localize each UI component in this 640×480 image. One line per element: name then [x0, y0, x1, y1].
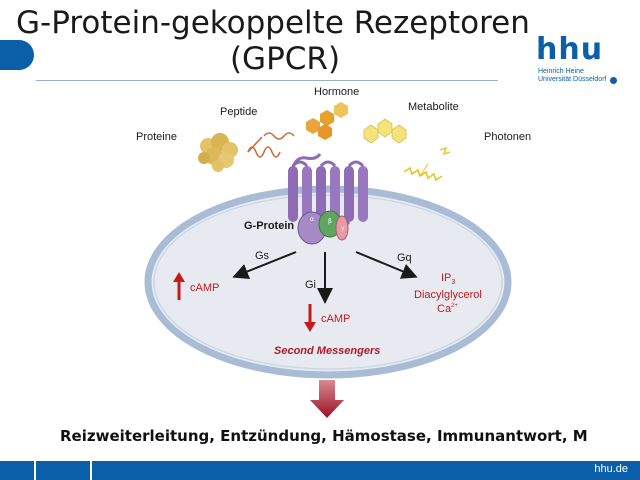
g-gamma-subunit [335, 215, 349, 241]
label-proteine: Proteine [136, 131, 177, 143]
slide-title-line2: (GPCR) [229, 41, 341, 77]
logo-wordmark: hhu [536, 32, 604, 67]
logo-subtitle-line1: Heinrich Heine [538, 68, 584, 75]
downstream-arrow [310, 380, 344, 418]
gamma-label: γ [341, 225, 345, 232]
downstream-effects-text: Reizweiterleitung, Entzündung, Hämostase… [60, 427, 588, 445]
protein-molecule-icon [198, 133, 238, 172]
label-camp-up: cAMP [190, 282, 219, 294]
logo-subtitle-line2: Universität Düsseldorf [538, 76, 607, 83]
hhu-logo: hhu Heinrich Heine Universität Düsseldor… [536, 32, 626, 88]
gpcr-diagram: Proteine Peptide Hormone Metabolite Phot… [136, 86, 531, 418]
label-gs: Gs [255, 250, 270, 262]
footer-bar: hhu.de [0, 461, 640, 480]
label-ip3: IP3 [441, 272, 455, 286]
label-second-messengers: Second Messengers [274, 345, 380, 357]
hormone-molecule-icon [306, 102, 348, 140]
footer-url: hhu.de [594, 463, 628, 475]
arrow-gs [232, 251, 297, 279]
footer-separator [34, 461, 36, 480]
slide-title-line1: G-Protein-gekoppelte Rezeptoren [16, 5, 530, 41]
label-diacylglycerol: Diacylglycerol [414, 289, 482, 301]
label-metabolite: Metabolite [408, 101, 459, 113]
label-gi: Gi [305, 279, 316, 291]
camp-decrease-arrow [304, 304, 316, 332]
footer-separator [90, 461, 92, 480]
label-ca2: Ca2+ [437, 303, 458, 315]
cell-membrane-outer [144, 185, 512, 379]
label-peptide: Peptide [220, 106, 257, 118]
photon-light-icon [403, 146, 451, 182]
left-accent-bar [0, 40, 34, 70]
beta-label: β [328, 218, 332, 225]
g-protein-label: G-Protein [244, 220, 294, 232]
metabolite-molecule-icon [363, 118, 407, 144]
label-photonen: Photonen [484, 131, 531, 143]
logo-dot [610, 77, 617, 84]
peptide-chain-icon [247, 132, 295, 158]
title-divider [36, 80, 498, 81]
g-protein-complex: α β γ [297, 210, 349, 245]
label-camp-down: cAMP [321, 313, 350, 325]
cell-membrane-inner [153, 194, 503, 370]
label-hormone: Hormone [314, 86, 359, 98]
label-gq: Gq [397, 252, 412, 264]
alpha-label: α [310, 216, 314, 223]
gpcr-receptor-icon [288, 153, 368, 228]
arrow-gq [355, 251, 418, 279]
camp-increase-arrow [173, 272, 185, 300]
